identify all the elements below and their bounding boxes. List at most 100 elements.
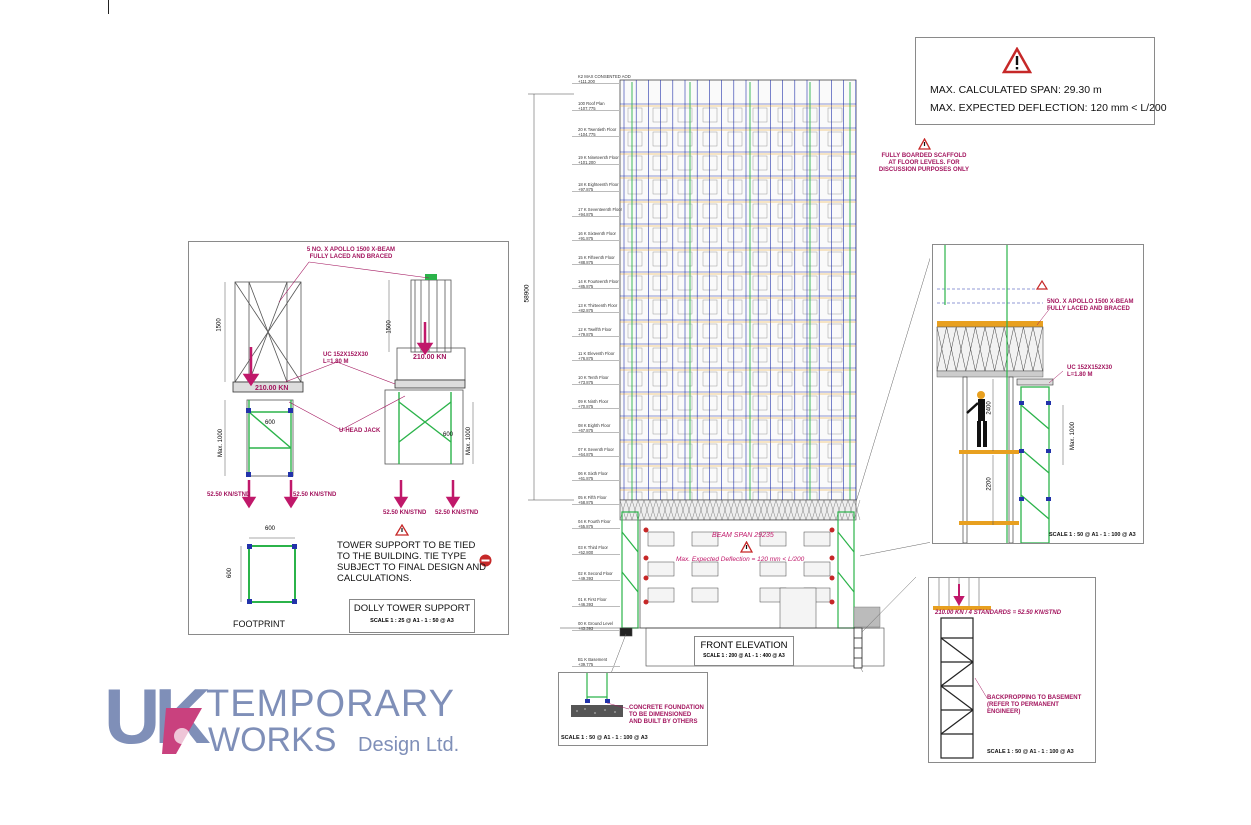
level-rl: +97.875 <box>578 187 594 192</box>
level-label: 16 K Sixteenth Floor+91.875 <box>578 231 616 241</box>
concrete-pad <box>571 705 623 717</box>
right-detail-scale: SCALE 1 : 50 @ A1 - 1 : 100 @ A3 <box>1049 532 1136 538</box>
level-name: 07 K Seventh Floor <box>578 447 614 452</box>
dolly-scale: SCALE 1 : 25 @ A1 - 1 : 50 @ A3 <box>370 618 454 624</box>
level-line <box>572 408 620 409</box>
footprint-dim-w: 600 <box>265 526 276 532</box>
level-label: 05 K Fifth Floor+58.875 <box>578 495 607 505</box>
level-label: 09 K Ninth Floor+70.875 <box>578 399 608 409</box>
logo-design-ltd: Design Ltd. <box>358 734 460 756</box>
dim-600-right: 600 <box>443 432 454 438</box>
no-entry-icon <box>479 554 492 567</box>
warning-icon-elevation <box>740 541 753 553</box>
dim-max1000-detail: Max. 1000 <box>1070 421 1077 451</box>
level-label: K2 MAX CONSENTED AOD+111.200 <box>578 74 631 84</box>
level-rl: +64.875 <box>578 452 594 457</box>
level-name: 12 K Twelfth Floor <box>578 327 612 332</box>
max-deflection-text: MAX. EXPECTED DEFLECTION: 120 mm < L/200 <box>930 102 1167 114</box>
level-line <box>572 136 620 137</box>
backprop-load: 210.00 kN / 4 Standards = 52.50 kN/Stnd <box>935 610 1062 616</box>
level-label: 00 K Ground Level+43.393 <box>578 621 613 631</box>
level-rl: +104.775 <box>578 132 596 137</box>
level-rl: +101.200 <box>578 160 596 165</box>
dim-1500-right: 1500 <box>386 320 393 334</box>
right-detail-drawing <box>936 245 1064 543</box>
level-name: 03 K Third Floor <box>578 545 608 550</box>
warning-icon-dolly <box>395 524 409 536</box>
right-uc-note: UC 152x152x30 L=1.80 m <box>1067 365 1113 378</box>
level-label: 01 K First Floor+46.393 <box>578 597 607 607</box>
level-name: 100 Roof Plan <box>578 101 605 106</box>
level-name: 17 K Seventeenth Floor <box>578 207 622 212</box>
logo-works: WORKS <box>208 721 337 759</box>
level-name: 00 K Ground Level <box>578 621 613 626</box>
dim-2200: 2200 <box>986 477 993 491</box>
dim-max1000-right: Max. 1000 <box>466 426 473 456</box>
level-label: 19 K Nineteenth Floor+101.200 <box>578 155 619 165</box>
level-rl: +85.875 <box>578 284 594 289</box>
level-label: 02 K Second Floor+49.393 <box>578 571 613 581</box>
warning-icon-scaffold <box>918 138 931 150</box>
dim-1500-left: 1500 <box>216 318 223 332</box>
level-line <box>572 312 620 313</box>
level-name: K2 MAX CONSENTED AOD <box>578 74 631 79</box>
dolly-title: DOLLY TOWER SUPPORT <box>353 603 471 614</box>
u-head-jack-label: U-HEAD JACK <box>339 428 381 434</box>
warning-icon <box>1002 47 1032 74</box>
level-rl: +107.775 <box>578 106 596 111</box>
level-rl: +70.875 <box>578 404 594 409</box>
foundation-drawing <box>571 673 630 717</box>
scaffold-note: FULLY BOARDED SCAFFOLD AT FLOOR LEVELS. … <box>878 153 970 173</box>
backprop-panel: 210.00 kN / 4 Standards = 52.50 kN/Stnd … <box>928 577 1096 763</box>
level-name: 09 K Ninth Floor <box>578 399 609 404</box>
dolly-tower-panel: 5 No. x APOLLO 1500 X-BEAM FULLY LACED A… <box>188 241 509 635</box>
foundation-note: CONCRETE FOUNDATION TO BE DIMENSIONED AN… <box>629 705 704 725</box>
dolly-tower-drawing <box>224 261 474 604</box>
level-line <box>572 336 620 337</box>
footprint-dim-h: 600 <box>227 567 234 579</box>
level-line <box>572 504 620 505</box>
front-elevation-scale: SCALE 1 : 200 @ A1 - 1 : 400 @ A3 <box>703 653 785 659</box>
level-line <box>572 666 620 667</box>
level-rl: +46.393 <box>578 602 594 607</box>
level-name: 01 K First Floor <box>578 597 607 602</box>
level-line <box>572 288 620 289</box>
max-span-text: MAX. CALCULATED SPAN: 29.30 m <box>930 84 1102 96</box>
level-rl: +76.875 <box>578 356 594 361</box>
backprop-note: BACKPROPPING TO BASEMENT (REFER TO PERMA… <box>987 695 1082 715</box>
front-elevation-title-box: FRONT ELEVATION SCALE 1 : 200 @ A1 - 1 :… <box>694 636 794 666</box>
level-name: 04 K Fourth Floor <box>578 519 611 524</box>
level-label: 14 K Fourteenth Floor+85.875 <box>578 279 619 289</box>
level-line <box>572 384 620 385</box>
level-rl: +61.875 <box>578 476 594 481</box>
uc-beam-left <box>232 381 304 393</box>
level-rl: +79.875 <box>578 332 594 337</box>
level-name: 06 K Sixth Floor <box>578 471 608 476</box>
level-label: 04 K Fourth Floor+55.875 <box>578 519 611 529</box>
dim-max1000-left: Max. 1000 <box>218 428 225 458</box>
level-name: 14 K Fourteenth Floor <box>578 279 619 284</box>
load-label-left: 210.00 kN <box>255 385 289 392</box>
level-line <box>572 528 620 529</box>
level-line <box>572 630 620 631</box>
level-label: 10 K Tenth Floor+73.875 <box>578 375 609 385</box>
dim-58900: 58900 <box>523 284 531 303</box>
level-rl: +73.875 <box>578 380 594 385</box>
beam-lattice <box>619 499 857 521</box>
dolly-beam-note: 5 No. x APOLLO 1500 X-BEAM FULLY LACED A… <box>306 247 396 260</box>
level-line <box>572 240 620 241</box>
level-label: 17 K Seventeenth Floor+94.875 <box>578 207 622 217</box>
level-rl: +91.875 <box>578 236 594 241</box>
level-line <box>572 432 620 433</box>
worker-figure <box>966 391 987 447</box>
level-name: B1 K Basement <box>578 657 608 662</box>
level-line <box>572 480 620 481</box>
level-name: 11 K Eleventh Floor <box>578 351 615 356</box>
level-label: 13 K Thirteenth Floor+82.875 <box>578 303 617 313</box>
logo-temporary: TEMPORARY <box>206 683 456 725</box>
level-name: 02 K Second Floor <box>578 571 613 576</box>
foundation-panel: CONCRETE FOUNDATION TO BE DIMENSIONED AN… <box>558 672 708 746</box>
level-line <box>572 554 620 555</box>
level-label: 11 K Eleventh Floor+76.875 <box>578 351 614 361</box>
level-rl: +39.775 <box>578 662 594 667</box>
